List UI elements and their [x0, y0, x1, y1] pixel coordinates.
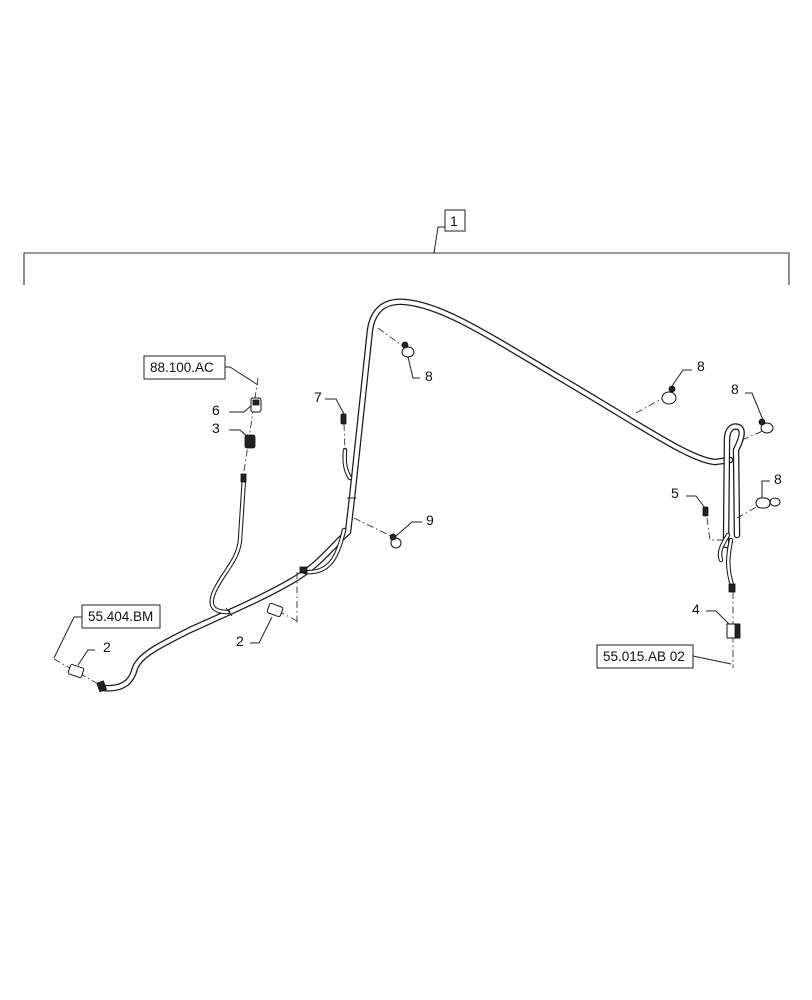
svg-text:8: 8 — [731, 381, 739, 397]
callout-8[interactable]: 8 — [671, 358, 705, 387]
svg-text:55.404.BM: 55.404.BM — [88, 609, 153, 624]
connector-7-icon — [340, 413, 347, 425]
svg-text:2: 2 — [236, 633, 244, 649]
svg-text:7: 7 — [314, 389, 322, 405]
svg-text:55.015.AB 02: 55.015.AB 02 — [603, 649, 685, 664]
p-clip-8-icon — [758, 418, 774, 434]
callout-2[interactable]: 2 — [236, 616, 273, 649]
connector-4-icon — [726, 623, 741, 639]
svg-text:4: 4 — [692, 601, 700, 617]
p-clip-9-icon — [389, 533, 402, 549]
svg-text:6: 6 — [212, 402, 220, 418]
svg-text:9: 9 — [426, 512, 434, 528]
assembly-callout: 1 — [450, 213, 458, 229]
callout-5[interactable]: 5 — [671, 485, 706, 509]
svg-text:8: 8 — [774, 471, 782, 487]
p-clip-8-icon — [661, 385, 677, 405]
callout-4[interactable]: 4 — [692, 601, 730, 625]
connector-2-icon — [266, 602, 284, 618]
connector-6-icon — [250, 397, 262, 413]
assembly-bracket: 1 — [23, 209, 790, 285]
callout-2[interactable]: 2 — [77, 639, 111, 666]
callout-6[interactable]: 6 — [212, 402, 253, 418]
callout-3[interactable]: 3 — [212, 420, 250, 439]
p-clip-8-icon — [755, 497, 781, 509]
svg-text:88.100.AC: 88.100.AC — [150, 360, 214, 375]
connector-5-icon — [702, 506, 709, 517]
p-clip-8-icon — [401, 341, 415, 358]
connector-2-icon — [67, 664, 85, 678]
svg-text:8: 8 — [697, 358, 705, 374]
callout-8[interactable]: 8 — [407, 356, 433, 384]
callout-8[interactable]: 8 — [761, 471, 782, 498]
reference-55-015-ab-02[interactable]: 55.015.AB 02 — [596, 644, 732, 669]
svg-text:3: 3 — [212, 420, 220, 436]
reference-88-100-ac[interactable]: 88.100.AC — [143, 355, 259, 386]
wire-harness — [99, 298, 745, 692]
callout-9[interactable]: 9 — [395, 512, 434, 537]
connector-3-icon — [244, 434, 256, 449]
svg-text:8: 8 — [425, 368, 433, 384]
svg-text:2: 2 — [103, 639, 111, 655]
callout-7[interactable]: 7 — [314, 389, 345, 415]
reference-55-404-bm[interactable]: 55.404.BM — [53, 604, 161, 659]
callout-8[interactable]: 8 — [731, 381, 764, 421]
svg-text:5: 5 — [671, 485, 679, 501]
